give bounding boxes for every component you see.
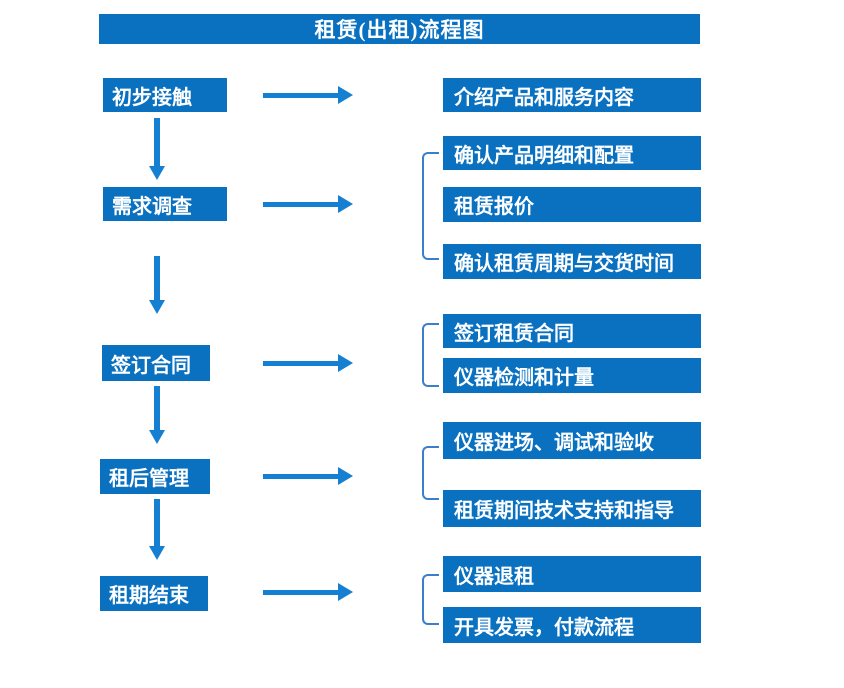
arrow-right-icon-4 bbox=[263, 467, 353, 485]
arrow-right-icon-2 bbox=[263, 195, 353, 213]
arrow-down-icon-4 bbox=[149, 499, 165, 560]
detail-box-rental-quotation: 租赁报价 bbox=[443, 187, 701, 222]
arrow-right-icon-1 bbox=[263, 86, 353, 104]
arrow-right-icon-3 bbox=[263, 354, 353, 372]
detail-box-instrument-testing: 仪器检测和计量 bbox=[443, 358, 701, 393]
detail-box-sign-rental-contract: 签订租赁合同 bbox=[443, 314, 701, 348]
arrow-right-icon-5 bbox=[263, 583, 353, 601]
arrow-down-icon-1 bbox=[149, 118, 165, 180]
step-box-demand-survey: 需求调查 bbox=[103, 187, 227, 221]
flowchart-title: 租赁(出租)流程图 bbox=[99, 14, 700, 44]
group-bracket-sign-contract bbox=[422, 323, 439, 387]
step-box-rental-end: 租期结束 bbox=[100, 576, 208, 611]
detail-box-confirm-product-details: 确认产品明细和配置 bbox=[443, 136, 701, 170]
detail-box-instrument-return: 仪器退租 bbox=[443, 556, 701, 592]
detail-box-technical-support: 租赁期间技术支持和指导 bbox=[443, 490, 701, 527]
detail-box-introduce-products: 介绍产品和服务内容 bbox=[443, 78, 701, 112]
group-bracket-post-rental bbox=[422, 446, 439, 500]
group-bracket-demand-survey bbox=[422, 152, 439, 260]
step-box-sign-contract: 签订合同 bbox=[102, 345, 210, 381]
detail-box-instrument-setup-acceptance: 仪器进场、调试和验收 bbox=[443, 422, 701, 459]
arrow-down-icon-2 bbox=[149, 256, 165, 314]
group-bracket-rental-end bbox=[422, 574, 439, 625]
arrow-down-icon-3 bbox=[149, 386, 165, 444]
detail-box-confirm-rental-period: 确认租赁周期与交货时间 bbox=[443, 244, 701, 279]
step-box-post-rental-management: 租后管理 bbox=[100, 459, 210, 494]
step-box-initial-contact: 初步接触 bbox=[103, 78, 227, 112]
detail-box-invoice-payment: 开具发票，付款流程 bbox=[443, 607, 701, 643]
